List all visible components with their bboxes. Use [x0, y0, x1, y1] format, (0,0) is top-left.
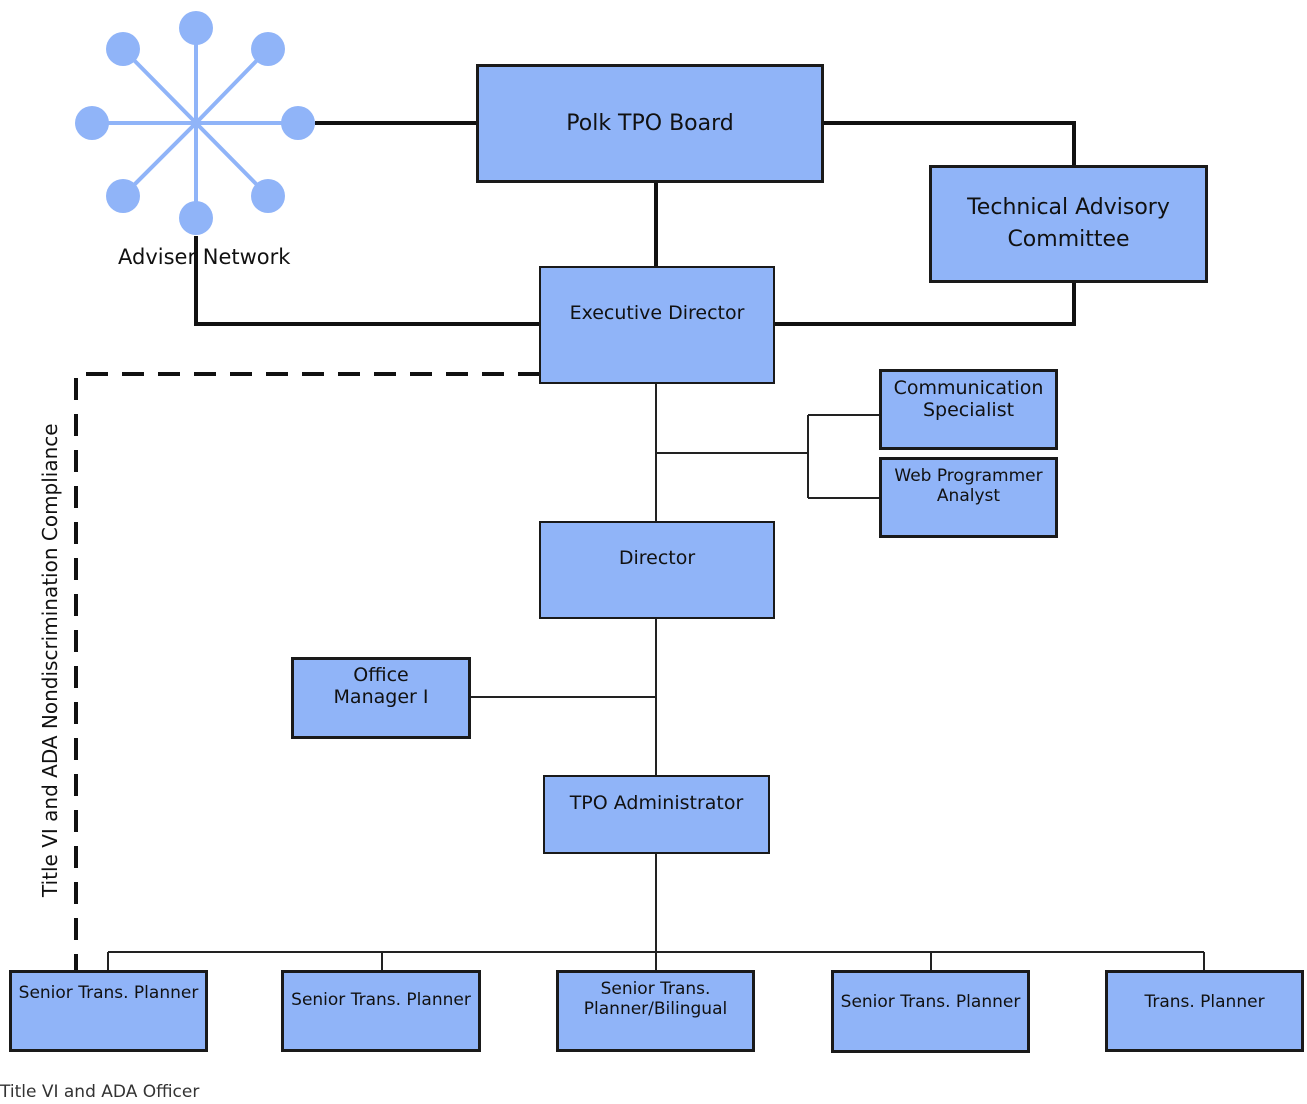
node-label-line2: Planner/Bilingual	[583, 999, 728, 1020]
node-senior-trans-planner-4[interactable]: Senior Trans. Planner	[831, 970, 1030, 1053]
node-senior-trans-planner-1[interactable]: Senior Trans. Planner	[9, 970, 208, 1052]
node-label-line2: Committee	[1007, 227, 1130, 252]
compliance-label: Title VI and ADA Nondiscrimination Compl…	[38, 423, 62, 897]
node-polk-tpo-board[interactable]: Polk TPO Board	[476, 64, 824, 183]
node-label-line2: Analyst	[936, 486, 1001, 507]
compliance-dashed-line	[74, 372, 540, 970]
node-label-line2: Specialist	[922, 399, 1015, 422]
node-label: Polk TPO Board	[566, 110, 734, 136]
node-label: Director	[618, 547, 696, 569]
staff-connectors	[107, 383, 1205, 971]
node-label-line1: Technical Advisory	[967, 195, 1170, 221]
node-label-line1: Senior Trans.	[600, 979, 711, 999]
node-label: Senior Trans. Planner	[291, 990, 471, 1010]
node-tpo-administrator[interactable]: TPO Administrator	[543, 775, 770, 854]
node-label: Senior Trans. Planner	[18, 983, 199, 1003]
node-web-programmer-analyst[interactable]: Web Programmer Analyst	[879, 457, 1058, 538]
node-technical-advisory-committee[interactable]: Technical Advisory Committee	[929, 165, 1208, 283]
node-office-manager[interactable]: Office Manager I	[291, 657, 471, 739]
adviser-network-label: Adviser Network	[118, 245, 291, 269]
node-label: Executive Director	[569, 302, 745, 324]
node-label-line2: Manager I	[333, 686, 429, 709]
node-senior-trans-planner-2[interactable]: Senior Trans. Planner	[281, 970, 481, 1052]
adviser-network-icon	[75, 11, 315, 235]
officer-label: Title VI and ADA Officer	[0, 1082, 200, 1102]
node-senior-trans-planner-bilingual[interactable]: Senior Trans. Planner/Bilingual	[556, 970, 755, 1052]
node-label: Trans. Planner	[1144, 992, 1265, 1012]
governance-connectors	[194, 121, 1076, 326]
node-label: Senior Trans. Planner	[840, 992, 1021, 1012]
node-label: TPO Administrator	[569, 792, 744, 814]
node-executive-director[interactable]: Executive Director	[539, 266, 775, 384]
node-label-line1: Office	[353, 664, 409, 686]
node-director[interactable]: Director	[539, 521, 775, 619]
node-label-line1: Web Programmer	[894, 466, 1043, 486]
node-trans-planner[interactable]: Trans. Planner	[1105, 970, 1304, 1052]
node-label-line1: Communication	[893, 377, 1044, 399]
node-communication-specialist[interactable]: Communication Specialist	[879, 369, 1058, 450]
